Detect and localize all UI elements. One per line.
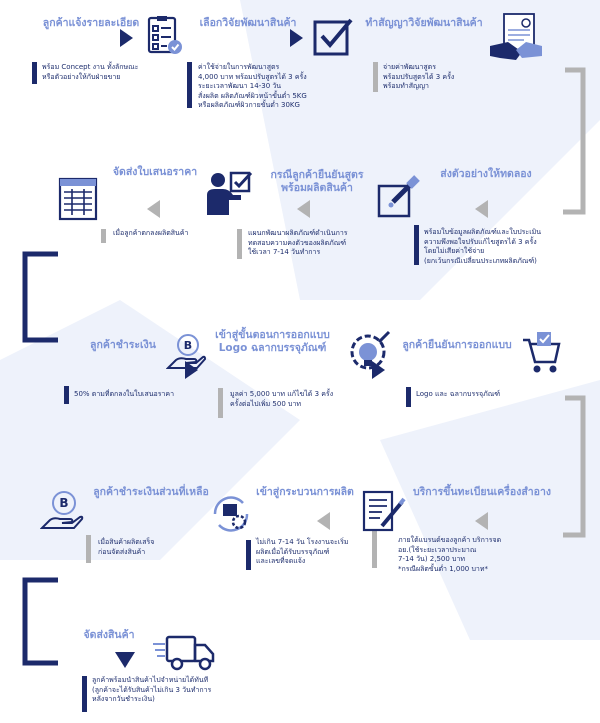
arrow-12: [115, 652, 135, 668]
cart-check-icon: [523, 332, 561, 373]
step-12-desc: เมื่อสินค้าผลิตเสร็จ ก่อนจัดส่งสินค้า: [98, 538, 155, 556]
step-13-title: จัดส่งสินค้า: [83, 629, 135, 641]
arrow-1: [120, 29, 133, 47]
step-9-title: ลูกค้ายืนยันการออกแบบ: [402, 339, 512, 351]
handshake-contract-icon: [490, 13, 542, 60]
check-box-icon: [313, 18, 353, 56]
arrow-6: [147, 200, 160, 218]
document-pen-icon: [362, 490, 406, 532]
step-8-title: เข้าสู่ขั้นตอนการออกแบบ Logo ฉลากบรรจุภั…: [215, 329, 330, 354]
arrow-9: [372, 361, 385, 379]
production-cycle-icon: [213, 496, 249, 532]
step-6-title: จัดส่งใบเสนอราคา: [112, 166, 198, 178]
arrow-8: [185, 361, 198, 379]
step-3-desc: จ่ายค่าพัฒนาสูตร พร้อมปรับสูตรได้ 3 ครั้…: [383, 63, 455, 90]
step-11-title: เข้าสู่กระบวนการผลิต: [256, 486, 354, 498]
step-5-desc: แผนกพัฒนาผลิตภัณฑ์ดำเนินการ ทดสอบความคงต…: [248, 229, 348, 256]
bracket-right-1: [563, 67, 586, 215]
step-7-desc: 50% ตามที่ตกลงในใบเสนอราคา: [74, 390, 175, 398]
arrow-11: [317, 512, 330, 530]
step-11-desc: ไม่เกิน 7-14 วัน โรงงานจะเริ่ม ผลิตเมื่อ…: [256, 538, 349, 565]
svg-text:B: B: [59, 496, 68, 510]
step-4-bar: [414, 225, 419, 265]
coin-hand-icon: B: [40, 491, 84, 529]
design-bulb-icon: [350, 330, 391, 370]
arrow-5: [297, 200, 310, 218]
step-7-bar: [64, 386, 69, 404]
bracket-left-2: [22, 577, 58, 666]
step-5-title: กรณีลูกค้ายืนยันสูตร พร้อมผลิตสินค้า: [270, 169, 364, 194]
arrow-4: [475, 200, 488, 218]
step-11-bar: [246, 540, 251, 570]
step-6-desc: เมื่อลูกค้าตกลงผลิตสินค้า: [113, 229, 189, 237]
step-7-title: ลูกค้าชำระเงิน: [90, 339, 156, 351]
step-13-desc: ลูกค้าพร้อมนำสินค้าไปจำหน่ายได้ทันที (ลู…: [92, 676, 212, 703]
arrow-2: [290, 29, 303, 47]
bracket-right-2: [563, 395, 586, 538]
bracket-left-1: [22, 251, 58, 343]
person-checkbox-icon: [207, 171, 253, 215]
svg-text:B: B: [184, 339, 192, 352]
delivery-truck-icon: [153, 635, 215, 671]
step-9-desc: Logo และ ฉลากบรรจุภัณฑ์: [416, 390, 501, 398]
step-3-title: ทำสัญญาวิจัยพัฒนาสินค้า: [365, 17, 483, 29]
step-2-bar: [187, 62, 192, 108]
quotation-icon: [58, 177, 98, 221]
step-2-desc: ค่าใช้จ่ายในการพัฒนาสูตร 4,000 บาท พร้อม…: [198, 63, 307, 109]
step-1-bar: [32, 62, 37, 84]
step-1-desc: พร้อม Concept งาน ทั้งลักษณะ หรือตัวอย่า…: [42, 63, 139, 81]
step-13-bar: [82, 676, 87, 712]
step-9-bar: [406, 387, 411, 407]
dropper-icon: [377, 175, 420, 218]
step-4-desc: พร้อมใบข้อมูลผลิตภัณฑ์และใบประเมิน ความพ…: [424, 228, 541, 265]
coin-hand-icon: B: [166, 334, 206, 369]
step-10-desc: ภายใต้แบรนด์ของลูกค้า บริการจด อย.(ใช้ระ…: [398, 536, 502, 573]
arrow-10: [475, 512, 488, 530]
step-10-title: บริการขึ้นทะเบียนเครื่องสำอาง: [412, 486, 552, 498]
step-1-title: ลูกค้าแจ้งรายละเอียด: [42, 17, 140, 29]
checklist-icon: [147, 16, 182, 54]
step-12-title: ลูกค้าชำระเงินส่วนที่เหลือ: [93, 486, 209, 498]
step-2-title: เลือกวิจัยพัฒนาสินค้า: [199, 17, 297, 29]
step-8-desc: มูลค่า 5,000 บาท แก้ไขได้ 3 ครั้ง ครั้งต…: [230, 390, 334, 408]
step-4-title: ส่งตัวอย่างให้ทดลอง: [440, 168, 532, 180]
